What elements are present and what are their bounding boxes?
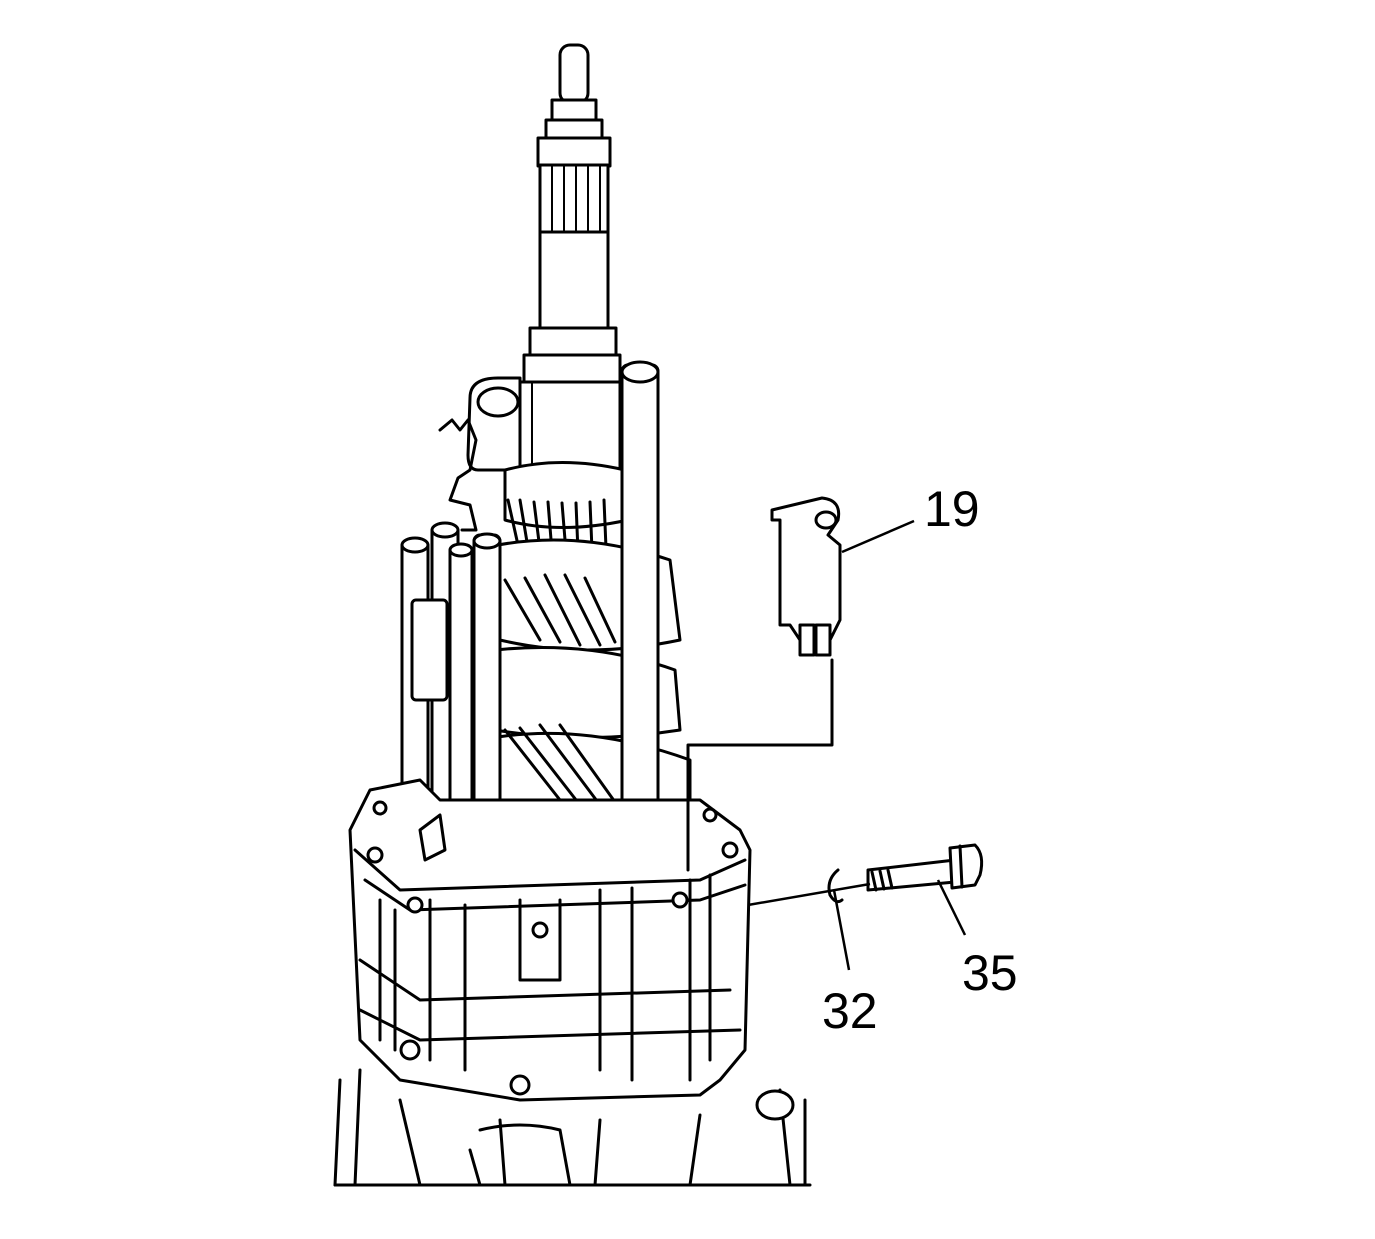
leader-19 xyxy=(841,519,915,554)
install-path-line xyxy=(747,882,871,907)
bolt-icon xyxy=(866,843,984,892)
leader-35 xyxy=(936,879,967,936)
leader-32 xyxy=(832,889,851,971)
transmission-case xyxy=(333,778,812,1187)
callout-32: 32 xyxy=(822,983,878,1039)
snap-washer-icon xyxy=(827,868,844,904)
speed-sensor-icon xyxy=(686,496,842,872)
callout-19: 19 xyxy=(924,481,980,537)
callout-35: 35 xyxy=(962,945,1018,1001)
input-shaft xyxy=(518,43,622,509)
